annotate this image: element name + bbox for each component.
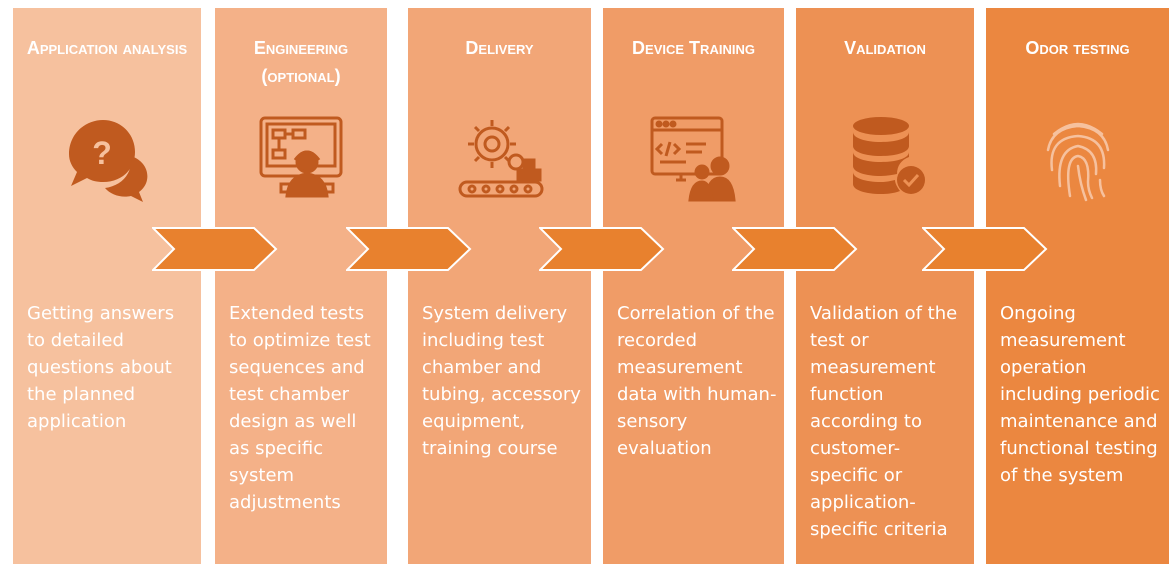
stage-application-analysis: Application analysis ? Getting answers t… bbox=[13, 8, 201, 564]
stage-title: Application analysis bbox=[26, 38, 188, 58]
svg-text:?: ? bbox=[92, 135, 112, 171]
stage-description: Getting answers to detailed questions ab… bbox=[27, 303, 175, 432]
stage-engineering: Engineering (optional) Extended tests to… bbox=[215, 8, 387, 564]
stage-title: Delivery bbox=[465, 38, 534, 58]
arrow-right-icon bbox=[922, 227, 1048, 271]
stage-title: Engineering (optional) bbox=[253, 38, 349, 86]
stage-title: Device Training bbox=[632, 38, 755, 58]
stage-description: Validation of the test or measurement fu… bbox=[810, 303, 958, 540]
gear-conveyor-icon bbox=[452, 110, 548, 206]
question-speech-bubbles-icon: ? bbox=[59, 110, 155, 206]
stage-description: System delivery including test chamber a… bbox=[422, 303, 581, 459]
stage-delivery: Delivery System delivery including test … bbox=[408, 8, 591, 564]
arrow-right-icon bbox=[539, 227, 665, 271]
arrow-right-icon bbox=[152, 227, 278, 271]
stage-odor-testing: Odor testing Ongoing measurement operati… bbox=[986, 8, 1169, 564]
code-window-people-icon bbox=[646, 110, 742, 206]
stage-device-training: Device Training Correlation of the recor… bbox=[603, 8, 784, 564]
database-check-icon bbox=[837, 110, 933, 206]
stage-title: Validation bbox=[844, 38, 926, 58]
arrow-right-icon bbox=[346, 227, 472, 271]
fingerprint-icon bbox=[1030, 110, 1126, 206]
stage-description: Correlation of the recorded measurement … bbox=[617, 303, 777, 459]
stage-validation: Validation Validation of the test or mea… bbox=[796, 8, 974, 564]
stage-description: Extended tests to optimize test sequence… bbox=[229, 303, 371, 513]
arrow-right-icon bbox=[732, 227, 858, 271]
stage-description: Ongoing measurement operation including … bbox=[1000, 303, 1160, 486]
engineer-flowchart-icon bbox=[253, 110, 349, 206]
stage-title: Odor testing bbox=[1025, 38, 1130, 58]
